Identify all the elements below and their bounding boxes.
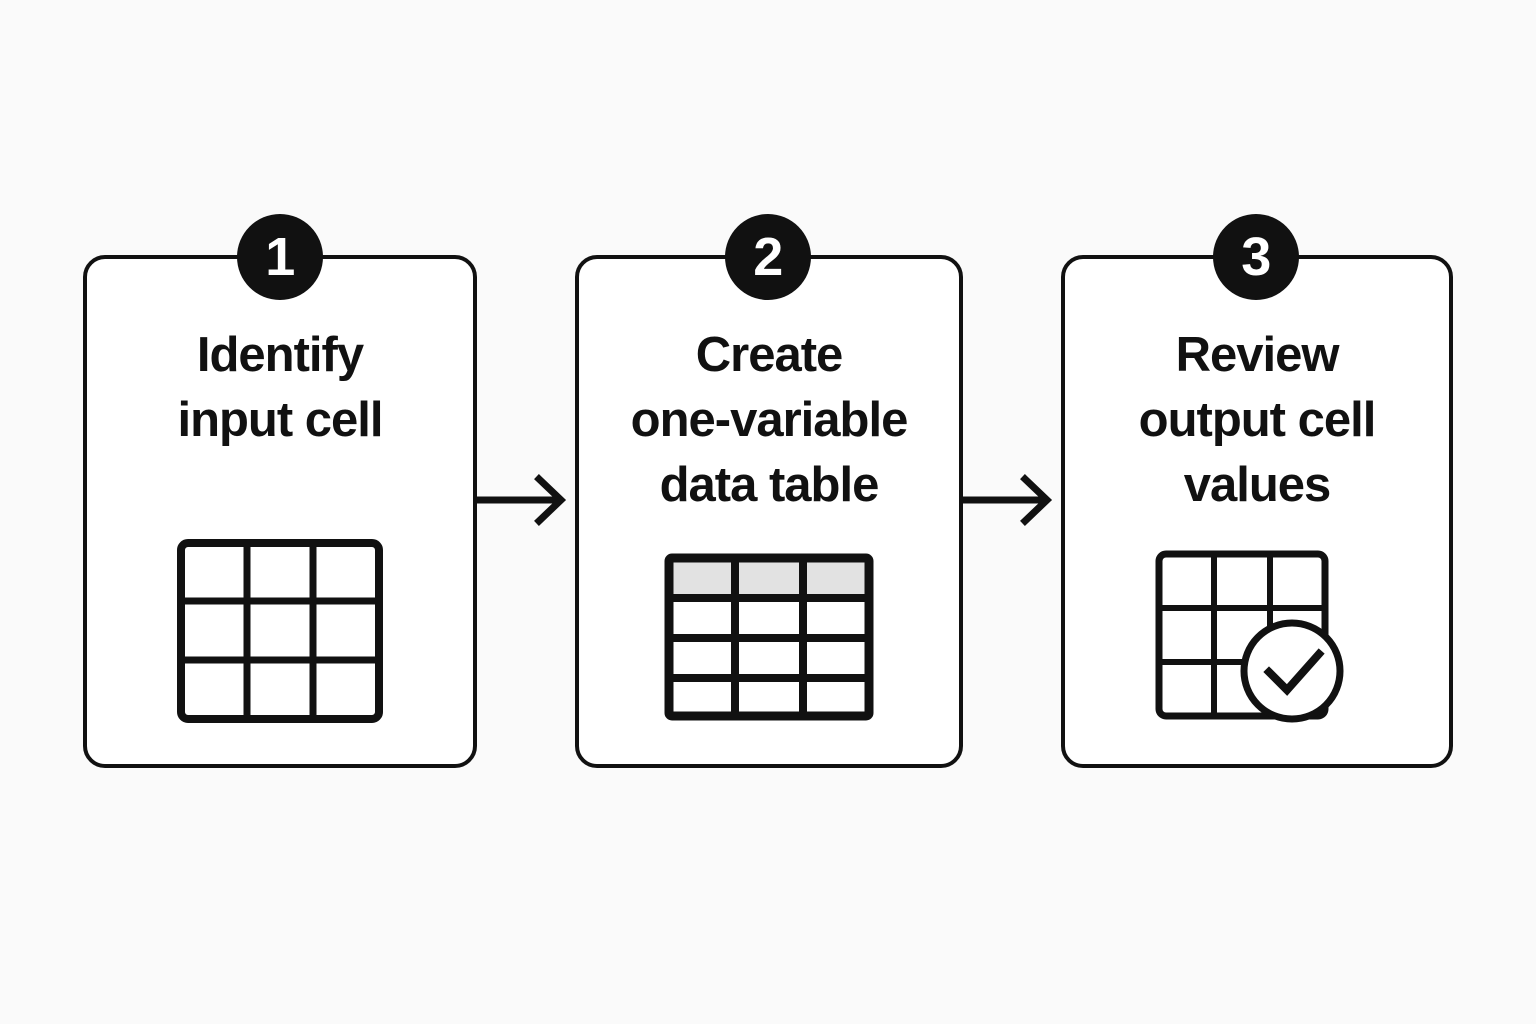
step-card-3-icon-wrap — [1065, 549, 1449, 729]
grid-with-check-icon — [1155, 550, 1344, 723]
grid-3x3-icon — [177, 539, 383, 723]
table-with-header-row-icon — [664, 553, 874, 721]
step-badge-2-number: 2 — [753, 227, 783, 287]
step-card-2[interactable]: Create one-variable data table — [575, 255, 963, 768]
step-badge-2: 2 — [725, 214, 811, 300]
arrow-step2-to-step3 — [963, 470, 1061, 535]
step-card-3[interactable]: Review output cell values — [1061, 255, 1453, 768]
step-badge-3: 3 — [1213, 214, 1299, 300]
step-card-1-icon-wrap — [87, 539, 473, 723]
step-badge-3-number: 3 — [1241, 227, 1271, 287]
arrow-right-icon — [477, 474, 567, 526]
step-card-1-title: Identify input cell — [177, 328, 383, 447]
step-card-2-icon-wrap — [579, 553, 959, 721]
arrow-right-icon — [963, 474, 1053, 526]
step-card-1[interactable]: Identify input cell — [83, 255, 477, 768]
step-badge-1-number: 1 — [265, 227, 295, 287]
check-circle-icon — [1240, 619, 1344, 723]
step-card-3-title: Review output cell values — [1138, 328, 1377, 512]
step-card-2-title: Create one-variable data table — [630, 328, 909, 512]
step-badge-1: 1 — [237, 214, 323, 300]
arrow-step1-to-step2 — [477, 470, 575, 535]
